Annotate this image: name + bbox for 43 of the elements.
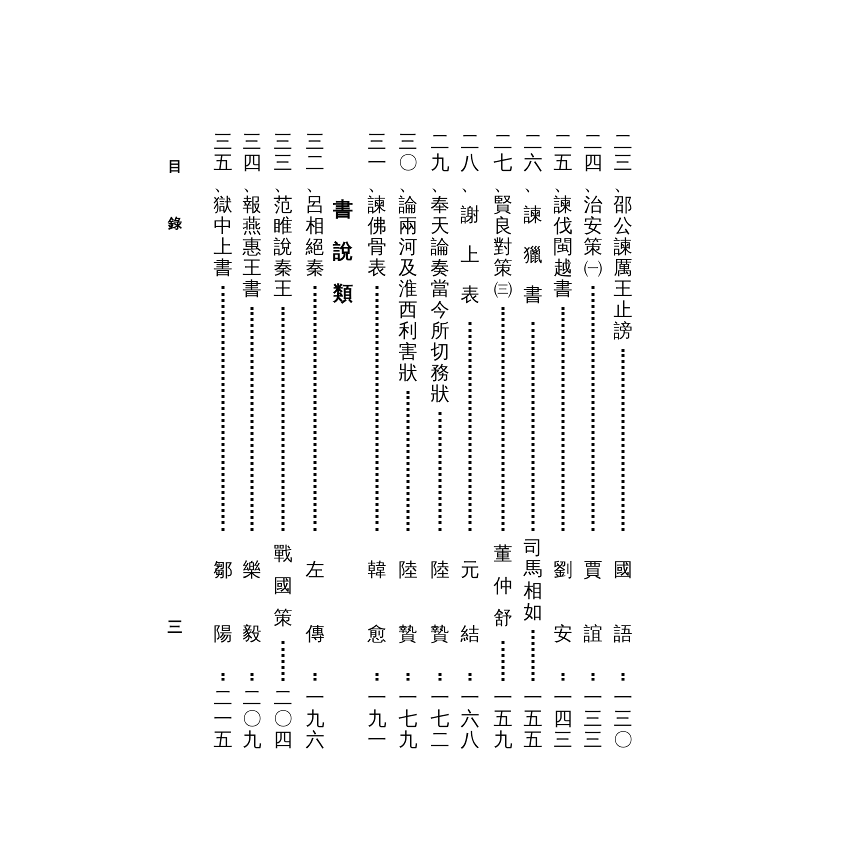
page-number: 一六八 bbox=[460, 688, 480, 751]
running-header: 目 bbox=[168, 158, 182, 177]
entry-title: 三一、諫佛骨表 bbox=[368, 132, 386, 279]
entry-title: 二三、邵公諫厲王止謗 bbox=[614, 132, 632, 342]
section-heading: 書說類 bbox=[333, 196, 353, 307]
entry-author: 董仲舒 bbox=[494, 542, 512, 631]
entry-author: 樂毅 bbox=[242, 558, 262, 647]
page-number: 二〇四 bbox=[274, 688, 292, 751]
entry-author: 陸贄 bbox=[398, 558, 418, 647]
entry-author: 國語 bbox=[614, 558, 632, 647]
entry-author: 戰國策 bbox=[274, 542, 292, 631]
entry-title: 三五、獄中上書 bbox=[214, 132, 232, 279]
page-number: 二一五 bbox=[214, 688, 232, 751]
entry-author: 劉安 bbox=[554, 558, 572, 647]
page-number: 一七九 bbox=[398, 688, 418, 751]
page-number: 一三三 bbox=[584, 688, 602, 751]
page-number: 一五五 bbox=[524, 688, 542, 751]
page-number: 一五九 bbox=[494, 688, 512, 751]
entry-title: 三二、呂相絕秦 bbox=[306, 132, 324, 279]
entry-title: 二八、謝上表 bbox=[460, 132, 480, 308]
page-number: 一九六 bbox=[306, 688, 324, 751]
entry-author: 陸贄 bbox=[430, 558, 450, 647]
page-number: 一七二 bbox=[430, 688, 450, 751]
entry-title: 二九、奉天論奏當今所切務狀 bbox=[430, 132, 450, 405]
entry-author: 賈誼 bbox=[584, 558, 602, 647]
entry-title: 三四、報燕惠王書 bbox=[242, 132, 262, 300]
entry-author: 韓愈 bbox=[368, 558, 386, 647]
entry-author: 司馬相如 bbox=[524, 538, 542, 624]
entry-title: 三三、范睢說秦王 bbox=[274, 132, 292, 300]
entry-title: 二七、賢良對策㈢ bbox=[494, 132, 512, 300]
entry-title: 二六、諫獵書 bbox=[524, 132, 542, 308]
entry-title: 三〇、論兩河及淮西利害狀 bbox=[398, 132, 418, 384]
entry-title: 二四、治安策㈠ bbox=[584, 132, 602, 279]
folio-number: 三 bbox=[168, 617, 182, 638]
entry-author: 鄒陽 bbox=[214, 558, 232, 647]
page-number: 一四三 bbox=[554, 688, 572, 751]
page-number: 一三〇 bbox=[614, 688, 632, 751]
running-header: 錄 bbox=[168, 215, 182, 234]
page-number: 二〇九 bbox=[242, 688, 262, 751]
entry-author: 元結 bbox=[460, 558, 480, 647]
page-number: 一九一 bbox=[368, 688, 386, 751]
entry-author: 左傳 bbox=[306, 558, 324, 647]
entry-title: 二五、諫伐閩越書 bbox=[554, 132, 572, 300]
